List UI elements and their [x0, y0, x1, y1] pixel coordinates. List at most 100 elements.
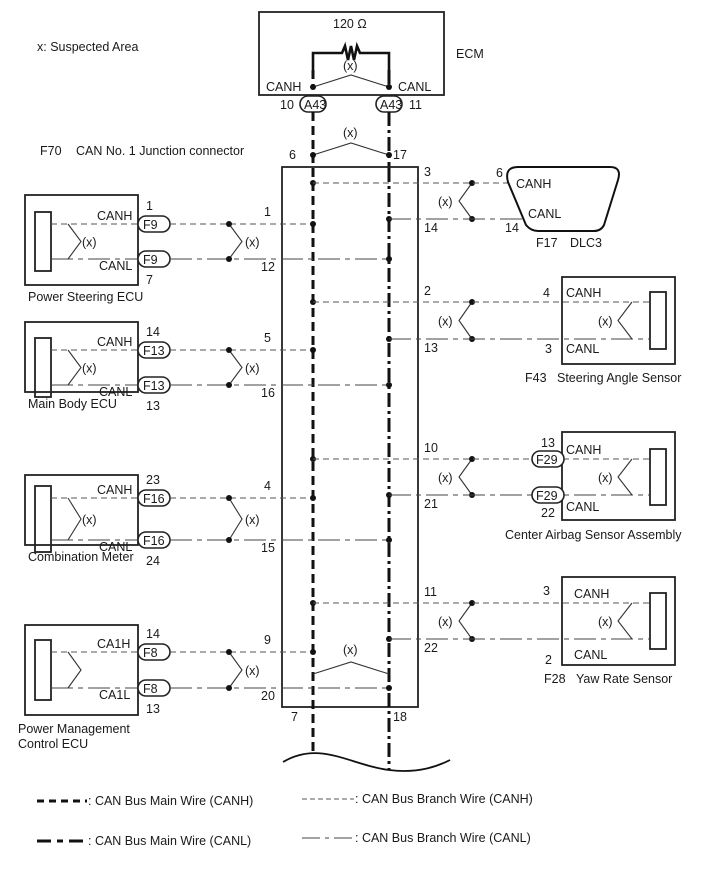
connector-label: F9 — [143, 253, 158, 267]
branch-node — [469, 180, 475, 186]
ecm-break-symbol — [312, 74, 390, 88]
junction-pin-canl: 22 — [424, 641, 438, 655]
junction-top-pin-canh: 6 — [289, 148, 296, 162]
junction-title: CAN No. 1 Junction connector — [76, 144, 244, 158]
branch-node — [226, 649, 232, 655]
branch-break-symbol — [228, 349, 243, 386]
device-name: Yaw Rate Sensor — [576, 672, 672, 686]
ecm-suspect-mark: (x) — [343, 59, 358, 73]
branch-node — [226, 256, 232, 262]
device-name: Steering Angle Sensor — [557, 371, 681, 385]
suspected-area-note: x: Suspected Area — [37, 40, 139, 54]
device-id: F43 — [525, 371, 547, 385]
sensor-module-icon — [649, 291, 667, 350]
junction-pin-canh: 9 — [264, 633, 271, 647]
junction-connector-box — [281, 166, 419, 708]
branch-node — [469, 600, 475, 606]
device-box — [24, 194, 139, 286]
bus-node-canh — [310, 649, 316, 655]
ecm-pin-canh: 10 — [280, 98, 294, 112]
branch-node — [226, 382, 232, 388]
bus-node-canh — [310, 347, 316, 353]
branch-node — [469, 456, 475, 462]
device-name-line2: Control ECU — [18, 737, 88, 751]
device-break-symbol — [67, 223, 82, 260]
device-box — [24, 321, 139, 393]
junction-pin-canh: 4 — [264, 479, 271, 493]
device-box — [561, 431, 676, 521]
branch-suspect-mark: (x) — [438, 615, 453, 629]
branch-node — [469, 299, 475, 305]
sensor-module-icon — [649, 448, 667, 506]
device-name: Center Airbag Sensor Assembly — [505, 528, 682, 542]
legend-main-canh: : CAN Bus Main Wire (CANH) — [88, 794, 253, 808]
ecm-connector-canh-label: A43 — [304, 98, 326, 112]
branch-node — [226, 685, 232, 691]
ecm-box — [258, 11, 445, 96]
legend-main-canl: : CAN Bus Main Wire (CANL) — [88, 834, 251, 848]
ecu-module-icon — [34, 639, 52, 701]
main-wire-break-symbol — [312, 142, 390, 156]
device-canl-label: CANL — [99, 259, 132, 273]
junction-bottom-suspect-mark: (x) — [343, 643, 358, 657]
branch-suspect-mark: (x) — [245, 362, 260, 376]
device-suspect-mark: (x) — [82, 362, 97, 376]
ecm-canl-label: CANL — [398, 80, 431, 94]
device-canl-label: CA1L — [99, 688, 130, 702]
connector-label: F13 — [143, 379, 165, 393]
device-name: Power Management — [18, 722, 130, 736]
branch-node — [226, 347, 232, 353]
device-pin-canh: 4 — [543, 286, 550, 300]
ecm-pin-canl: 11 — [409, 98, 422, 112]
device-name: DLC3 — [570, 236, 602, 250]
wire-continuation-cut — [282, 752, 451, 772]
bus-node-canl — [386, 256, 392, 262]
device-break-symbol — [617, 602, 633, 640]
device-pin-canl: 22 — [541, 506, 555, 520]
connector-label: F9 — [143, 218, 158, 232]
junction-pin-canl: 21 — [424, 497, 438, 511]
device-break-symbol — [67, 651, 82, 689]
junction-pin-canh: 10 — [424, 441, 438, 455]
bus-node-canl — [386, 685, 392, 691]
device-canl-label: CANL — [99, 385, 132, 399]
connector-label: F8 — [143, 682, 158, 696]
junction-pin-canl: 14 — [424, 221, 438, 235]
ecm-canh-node — [310, 84, 316, 90]
junction-id: F70 — [40, 144, 62, 158]
device-pin-canh: 3 — [543, 584, 550, 598]
ecm-connector-canl-label: A43 — [380, 98, 402, 112]
device-break-symbol — [67, 349, 82, 386]
connector-canh — [531, 450, 565, 468]
device-pin-canh: 14 — [146, 325, 160, 339]
device-break-symbol — [67, 497, 82, 541]
device-box — [24, 474, 139, 546]
ecm-title: ECM — [456, 47, 484, 61]
legend-branch-canh: : CAN Bus Branch Wire (CANH) — [355, 792, 533, 806]
device-id: F17 — [536, 236, 558, 250]
device-box — [24, 624, 139, 716]
device-pin-canh: 1 — [146, 199, 153, 213]
device-canh-label: CANH — [97, 209, 132, 223]
device-pin-canh: 6 — [496, 166, 503, 180]
bus-node-canh — [310, 495, 316, 501]
junction-pin-canh: 11 — [424, 585, 437, 599]
device-pin-canl: 14 — [505, 221, 519, 235]
connector-canl — [531, 486, 565, 504]
branch-suspect-mark: (x) — [438, 195, 453, 209]
ecm-canh-label: CANH — [266, 80, 301, 94]
junction-bottom-pin-canh: 7 — [291, 710, 298, 724]
wire-legend: : CAN Bus Main Wire (CANH) : CAN Bus Mai… — [37, 792, 533, 848]
branch-suspect-mark: (x) — [245, 513, 260, 527]
device-canl-label: CANL — [99, 540, 132, 554]
device-box — [561, 276, 676, 365]
junction-pin-canh: 3 — [424, 165, 431, 179]
device-name: Power Steering ECU — [28, 290, 143, 304]
device-pin-canl: 7 — [146, 273, 153, 287]
